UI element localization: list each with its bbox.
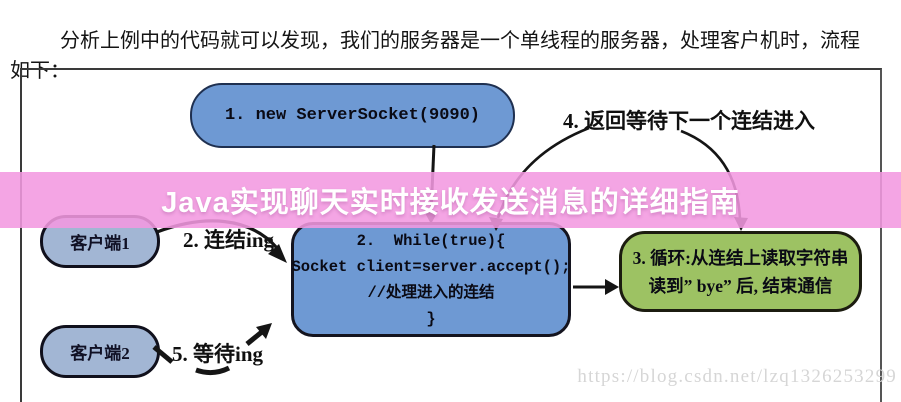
while-line-3: //处理进入的连结 (367, 283, 495, 302)
while-line-1: 2. While(true){ (356, 231, 506, 250)
read-loop-line-2: 读到” bye” 后, 结束通信 (648, 275, 833, 296)
server-socket-label: 1. new ServerSocket(9090) (224, 106, 481, 125)
read-loop-line-1: 3. 循环:从连结上读取字符串 (632, 247, 849, 268)
title-banner: Java实现聊天实时接收发送消息的详细指南 (0, 172, 901, 228)
client2-label: 客户端2 (70, 344, 130, 363)
server-socket-box: 1. new ServerSocket(9090) (190, 83, 515, 148)
label-return-wait: 4. 返回等待下一个连结进入 (563, 109, 815, 133)
while-accept-box: 2. While(true){ Socket client=server.acc… (291, 222, 571, 337)
watermark-url: https://blog.csdn.net/lzq1326253299 (577, 366, 897, 387)
read-loop-box: 3. 循环:从连结上读取字符串 读到” bye” 后, 结束通信 (619, 231, 862, 312)
while-line-4: } (426, 309, 436, 328)
label-connecting: 2. 连结ing (183, 228, 275, 252)
client2-box: 客户端2 (40, 325, 160, 378)
label-waiting: 5. 等待ing (172, 342, 264, 366)
while-line-2: Socket client=server.accept(); (291, 257, 571, 276)
page-title: Java实现聊天实时接收发送消息的详细指南 (161, 187, 740, 219)
intro-paragraph: 分析上例中的代码就可以发现，我们的服务器是一个单线程的服务器，处理客户机时，流程… (10, 30, 860, 82)
client1-label: 客户端1 (70, 234, 130, 253)
diagram-frame (20, 68, 882, 402)
